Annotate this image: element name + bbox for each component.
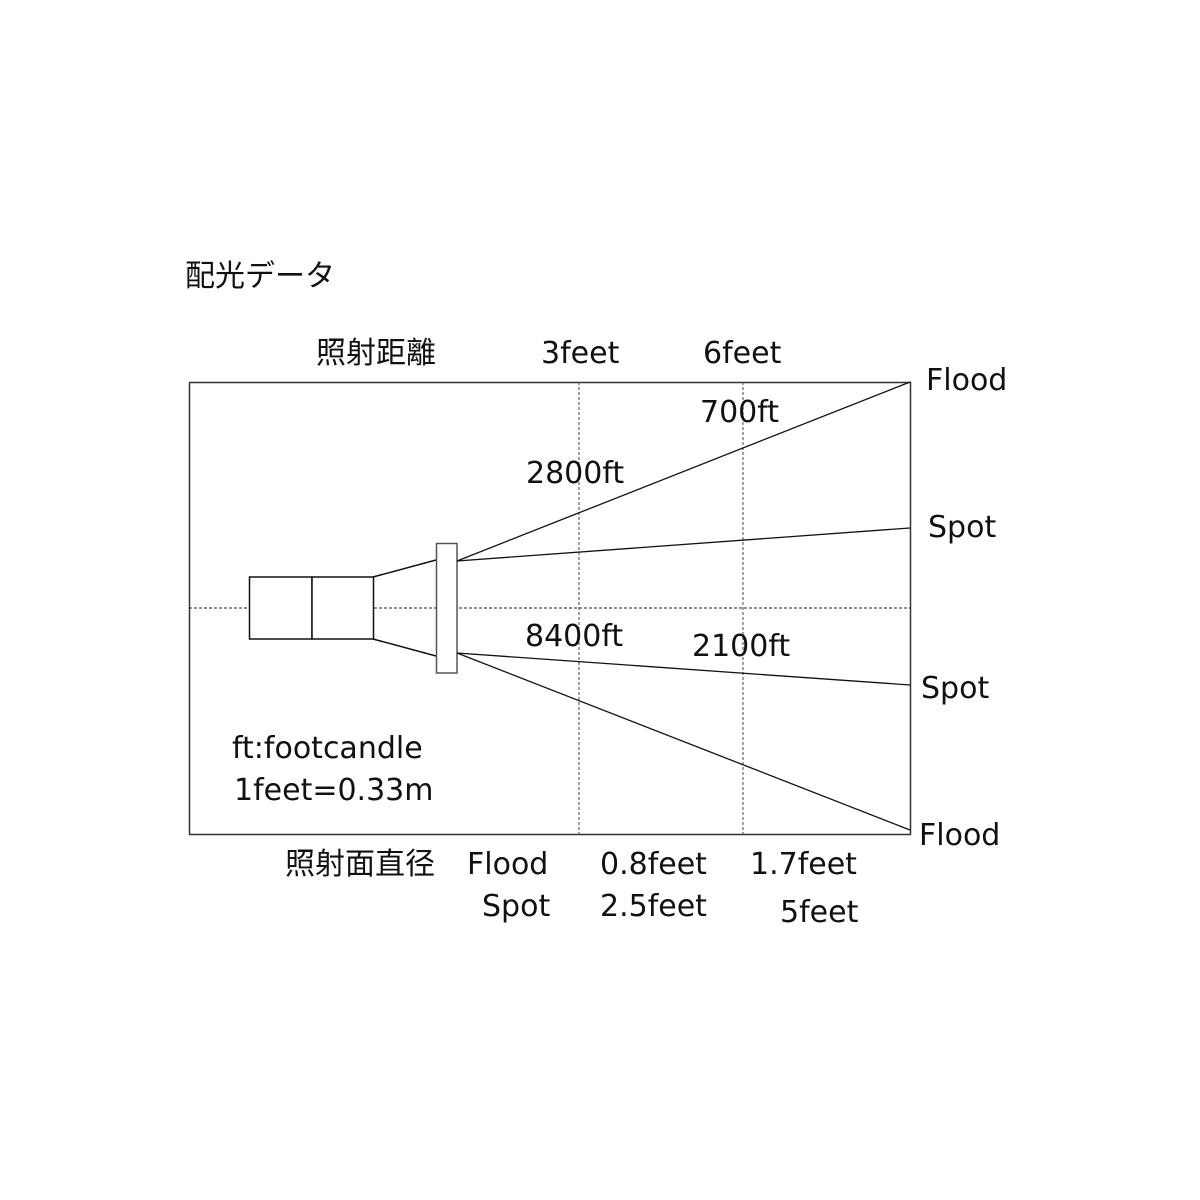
- flood-beam-top: [456, 381, 911, 562]
- diameter-spot-6ft: 5feet: [780, 895, 859, 930]
- distance-3ft: 3feet: [541, 336, 620, 371]
- distance-6ft: 6feet: [703, 336, 782, 371]
- flashlight-lens: [435, 542, 458, 674]
- intensity-flood-6ft: 700ft: [700, 395, 780, 430]
- intensity-spot-6ft: 2100ft: [692, 629, 791, 664]
- flood-beam-bottom: [456, 652, 911, 831]
- flashlight: [248, 542, 458, 674]
- conversion-note: 1feet=0.33m: [234, 773, 434, 808]
- diameter-label: 照射面直径: [285, 847, 435, 882]
- intensity-flood-3ft: 2800ft: [526, 456, 625, 491]
- beam-label-flood-bottom: Flood: [919, 818, 1001, 853]
- diameter-spot-3ft: 2.5feet: [600, 889, 707, 924]
- diameter-flood-3ft: 0.8feet: [600, 847, 707, 882]
- spot-beam-top: [456, 527, 911, 562]
- spot-beam-bottom: [456, 652, 911, 686]
- page-title: 配光データ: [185, 259, 335, 294]
- flashlight-head-top: [372, 559, 437, 578]
- flashlight-tail: [248, 576, 313, 640]
- diameter-spot-label: Spot: [482, 889, 551, 924]
- diameter-flood-label: Flood: [467, 847, 549, 882]
- beam-label-spot-top: Spot: [928, 510, 997, 545]
- flashlight-head-bottom: [372, 638, 437, 657]
- diameter-flood-6ft: 1.7feet: [750, 847, 857, 882]
- flashlight-body: [311, 576, 375, 640]
- unit-legend: ft:footcandle: [232, 731, 423, 766]
- distance-label: 照射距離: [316, 336, 436, 371]
- beam-label-spot-bottom: Spot: [921, 671, 990, 706]
- intensity-spot-3ft: 8400ft: [525, 619, 624, 654]
- beam-label-flood-top: Flood: [926, 363, 1008, 398]
